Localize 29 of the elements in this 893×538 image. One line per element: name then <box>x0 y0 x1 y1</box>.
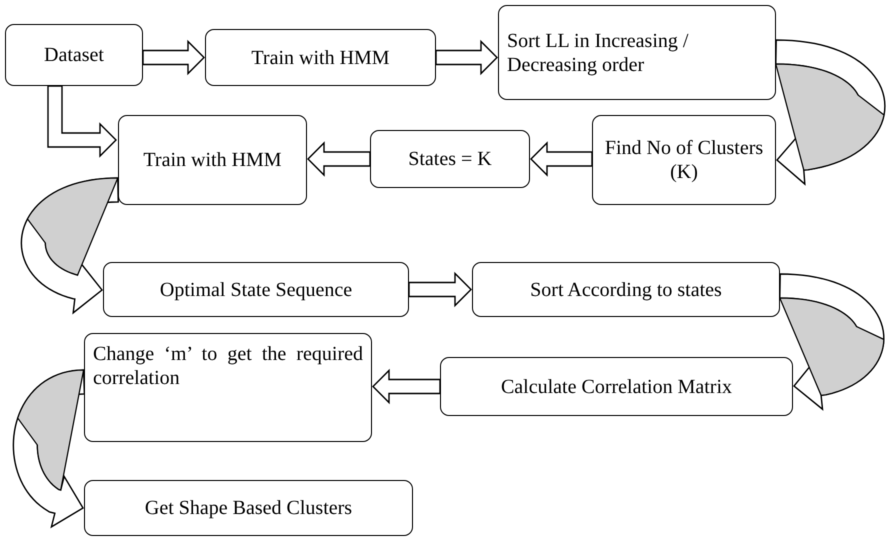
process-box <box>5 24 143 86</box>
block-arrow <box>530 141 593 177</box>
block-arrow <box>408 272 472 308</box>
process-box <box>103 262 409 317</box>
process-box <box>498 5 776 100</box>
step-text: Calculate Correlation Matrix <box>500 374 732 398</box>
block-arrow <box>435 40 498 76</box>
process-box <box>370 130 530 188</box>
step-text: Train with HMM <box>251 46 390 70</box>
process-box <box>205 29 436 86</box>
process-box <box>472 262 780 317</box>
step-text: Sort According to states <box>530 278 722 302</box>
step-text: Dataset <box>44 43 104 67</box>
step-text: Optimal State Sequence <box>160 278 352 302</box>
block-arrow <box>307 141 371 177</box>
process-box <box>84 333 372 442</box>
process-box <box>118 115 307 205</box>
step-text: Train with HMM <box>143 148 282 172</box>
block-arrow <box>372 368 441 404</box>
block-arrow <box>142 40 205 76</box>
step-text: States = K <box>408 147 492 171</box>
step-text: Get Shape Based Clusters <box>144 496 352 520</box>
block-arrow <box>47 85 117 158</box>
step-text: Sort LL in Increasing / Decreasing order <box>507 28 690 76</box>
process-box <box>84 480 413 536</box>
step-text: Change ‘m’ to get the required correlation <box>93 342 363 390</box>
process-box <box>592 115 776 205</box>
process-box <box>440 357 793 416</box>
step-text: Find No of Clusters (K) <box>604 136 764 184</box>
